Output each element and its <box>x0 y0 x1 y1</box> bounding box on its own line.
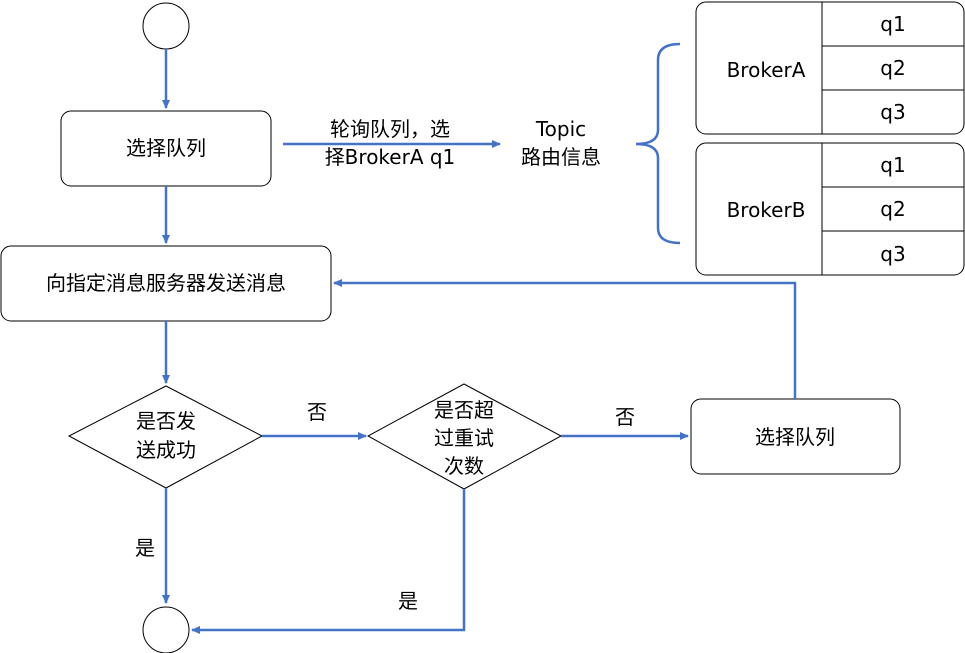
over-retry-line1: 是否超 <box>434 398 494 422</box>
broker-b-table: BrokerB q1 q2 q3 <box>695 142 965 276</box>
broker-b-queue-3: q3 <box>880 242 905 266</box>
broker-a-queue-1: q1 <box>880 12 905 36</box>
broker-b-outline <box>695 142 965 276</box>
broker-a-queue-3: q3 <box>880 100 905 124</box>
start-node <box>142 2 190 50</box>
end-node <box>142 606 190 653</box>
select-queue-label: 选择队列 <box>126 136 206 160</box>
send-success-decision <box>67 385 264 489</box>
topic-brace <box>635 42 681 245</box>
broker-a-table: BrokerA q1 q2 q3 <box>695 1 965 135</box>
send-success-line1: 是否发 <box>136 409 196 433</box>
edge-retry-loop <box>333 279 797 399</box>
send-success-line2: 送成功 <box>136 438 196 462</box>
poll-label-line1: 轮询队列，选 <box>330 117 450 141</box>
yes-label-1: 是 <box>135 536 155 560</box>
broker-a-name: BrokerA <box>727 58 806 82</box>
send-message-label: 向指定消息服务器发送消息 <box>46 271 286 295</box>
poll-label-line2: 择BrokerA q1 <box>325 145 456 169</box>
over-retry-line3: 次数 <box>444 454 484 478</box>
select-queue-retry-label: 选择队列 <box>755 425 835 449</box>
broker-b-name: BrokerB <box>727 198 806 222</box>
broker-b-queue-1: q1 <box>880 153 905 177</box>
no-label-1: 否 <box>307 400 327 424</box>
broker-a-outline <box>695 1 965 135</box>
yes-label-2: 是 <box>398 589 418 613</box>
broker-b-queue-2: q2 <box>880 197 905 221</box>
broker-a-queue-2: q2 <box>880 56 905 80</box>
edge-decision2-yes <box>191 489 466 634</box>
over-retry-line2: 过重试 <box>434 426 494 450</box>
no-label-2: 否 <box>615 405 635 429</box>
topic-label-line2: 路由信息 <box>521 145 601 169</box>
topic-label-line1: Topic <box>535 117 586 141</box>
